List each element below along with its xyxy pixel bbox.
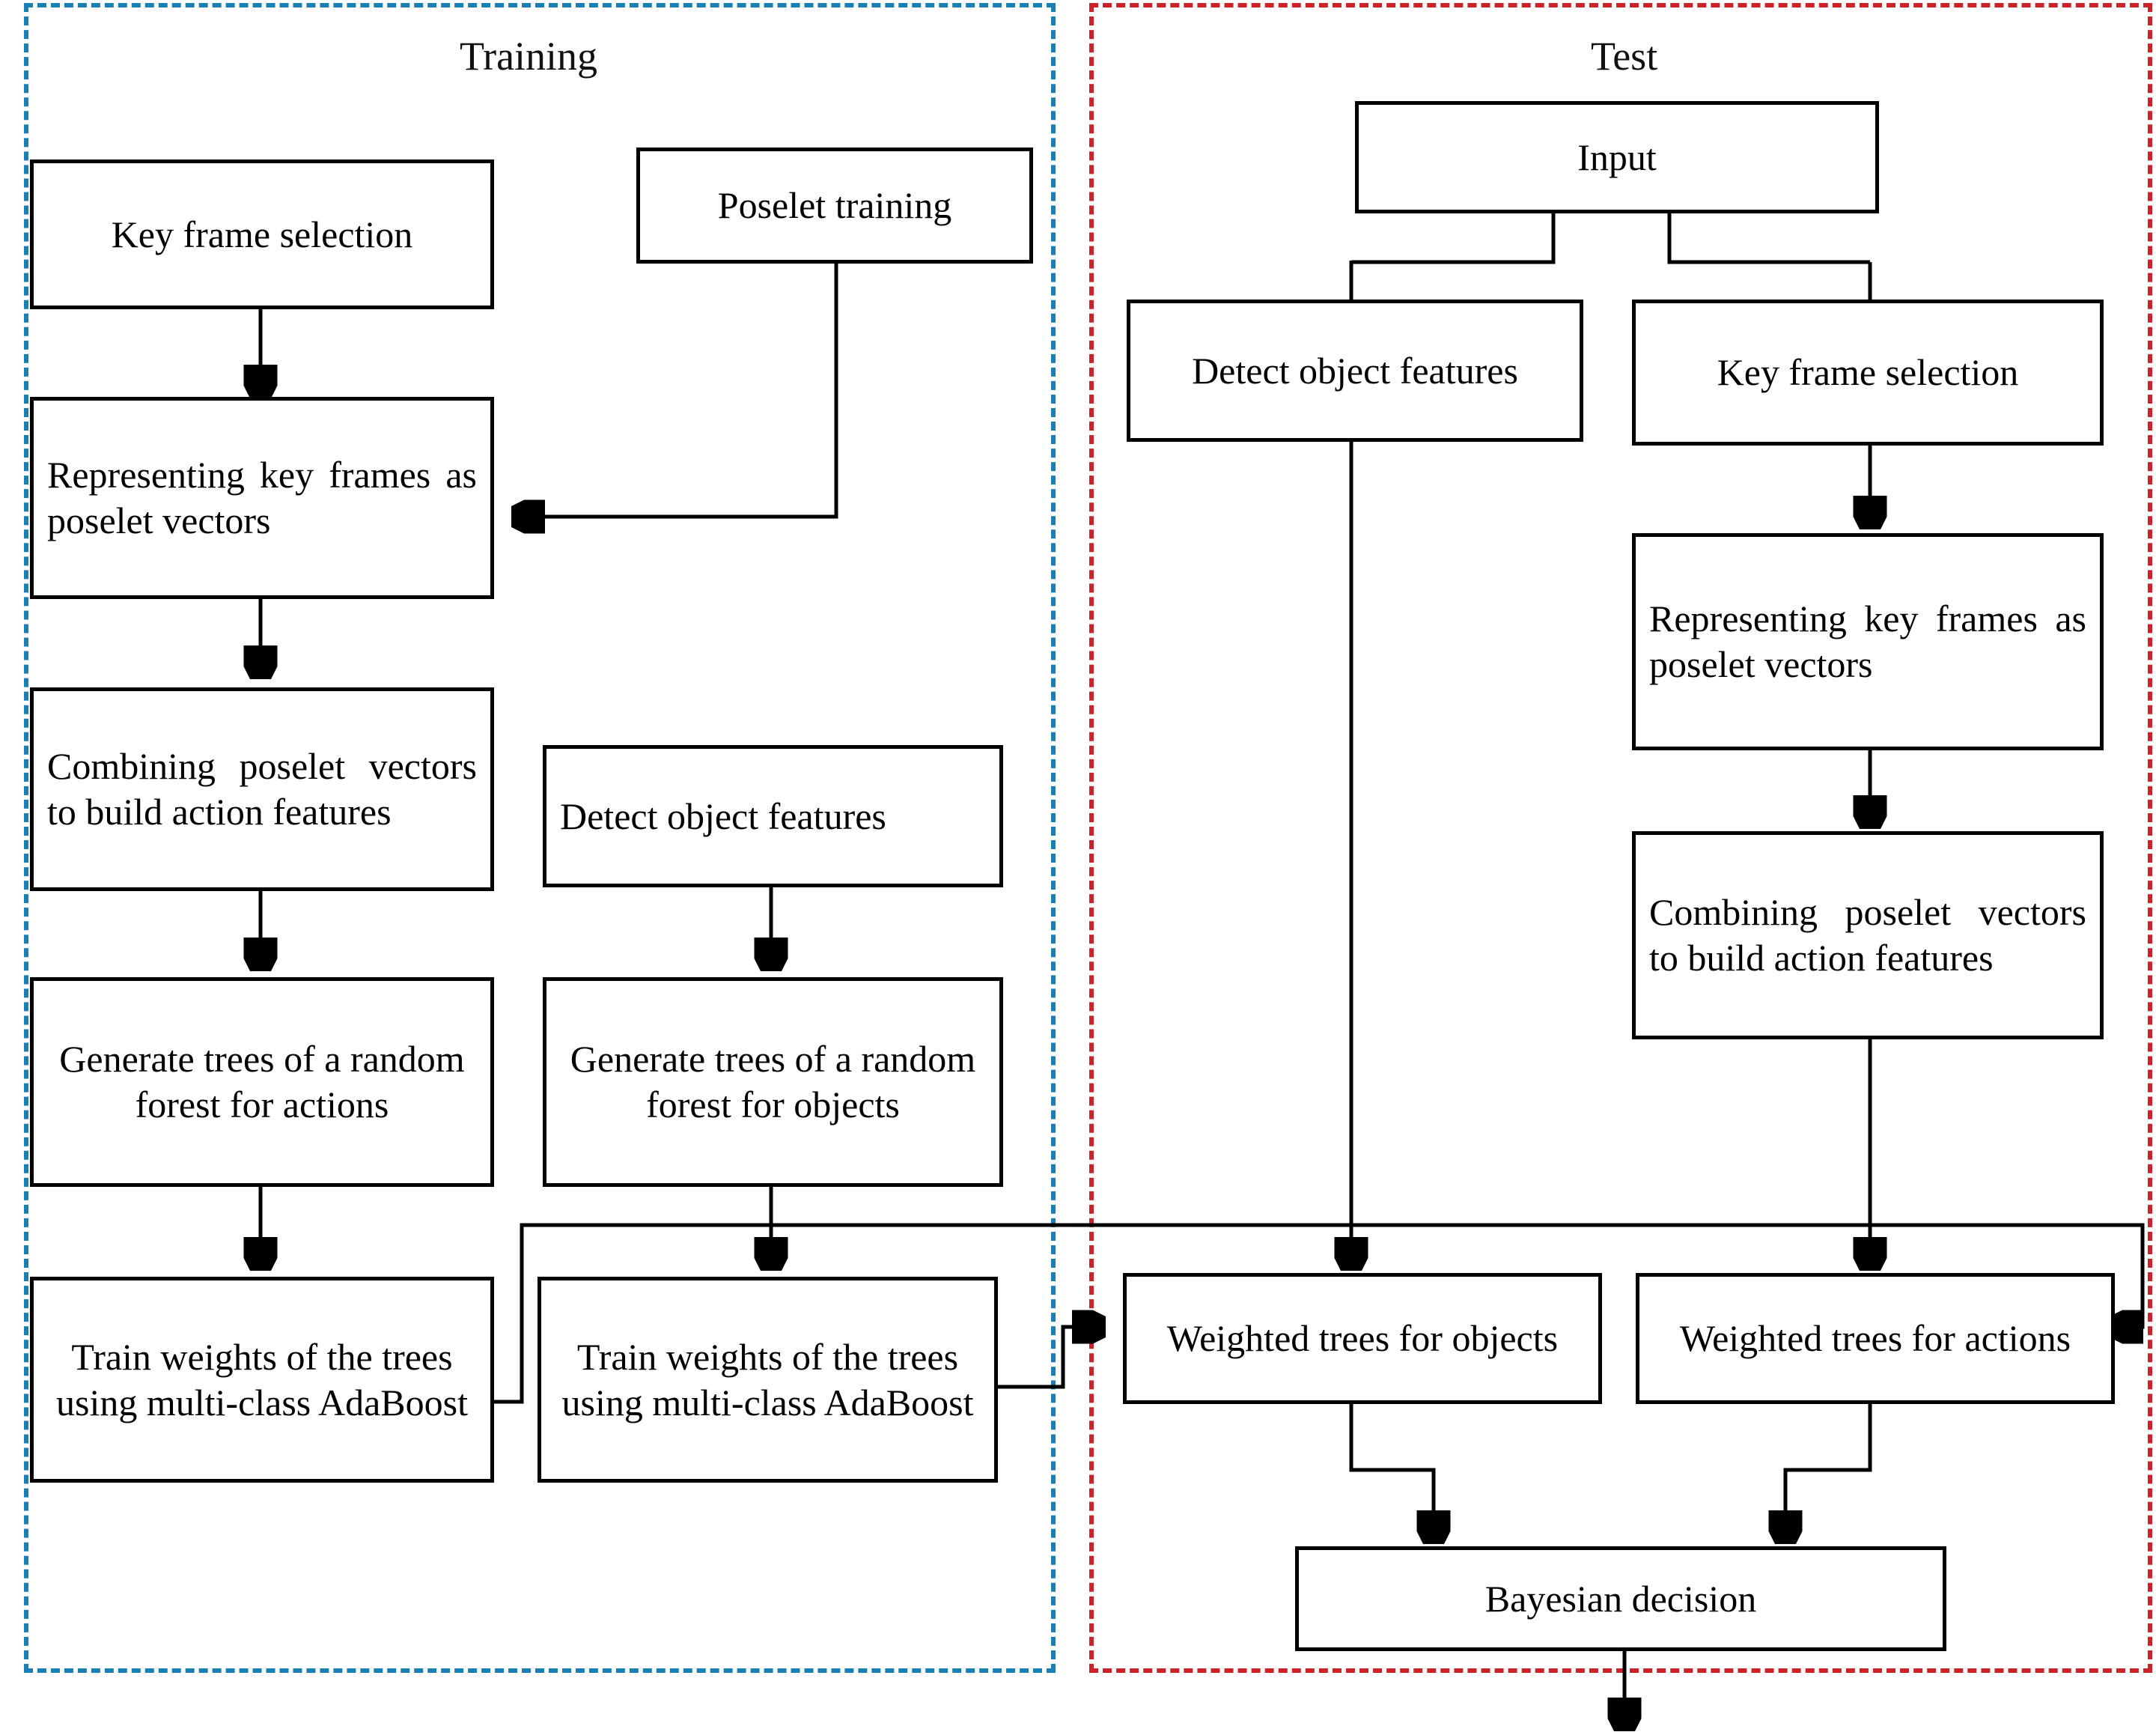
node-test-bayesian-decision[interactable]: Bayesian decision (1295, 1546, 1946, 1651)
node-label: Input (1577, 136, 1657, 178)
node-training-detect-object-features[interactable]: Detect object features (543, 745, 1003, 887)
node-label: Detect object features (560, 794, 886, 837)
node-label: Combining poselet vectors to build actio… (1649, 891, 2086, 979)
node-test-key-frame-selection[interactable]: Key frame selection (1632, 300, 2104, 446)
node-training-representing-key-frames[interactable]: Representing key frames as poselet vecto… (30, 397, 494, 599)
training-region-title: Training (460, 34, 598, 79)
node-label: Weighted trees for actions (1679, 1317, 2071, 1359)
node-label: Representing key frames as poselet vecto… (47, 454, 477, 541)
test-region-title: Test (1591, 34, 1658, 79)
node-training-generate-trees-actions[interactable]: Generate trees of a random forest for ac… (30, 977, 494, 1187)
node-label: Generate trees of a random forest for ob… (570, 1038, 976, 1125)
node-test-weighted-trees-objects[interactable]: Weighted trees for objects (1123, 1273, 1602, 1404)
node-label: Combining poselet vectors to build actio… (47, 745, 477, 833)
training-region-panel (24, 3, 1056, 1673)
node-test-representing-key-frames[interactable]: Representing key frames as poselet vecto… (1632, 533, 2104, 750)
node-training-combining-poselet-vectors[interactable]: Combining poselet vectors to build actio… (30, 687, 494, 891)
node-label: Train weights of the trees using multi-c… (561, 1335, 974, 1423)
node-label: Poselet training (717, 184, 952, 226)
node-label: Bayesian decision (1484, 1577, 1757, 1620)
node-test-combining-poselet-vectors[interactable]: Combining poselet vectors to build actio… (1632, 831, 2104, 1039)
node-label: Key frame selection (1717, 351, 2019, 393)
node-label: Generate trees of a random forest for ac… (59, 1038, 465, 1125)
node-label: Detect object features (1192, 349, 1518, 392)
node-label: Key frame selection (111, 213, 413, 255)
node-training-train-weights-actions[interactable]: Train weights of the trees using multi-c… (30, 1277, 494, 1483)
node-training-poselet-training[interactable]: Poselet training (636, 148, 1033, 264)
test-region-panel (1089, 3, 2152, 1673)
node-training-generate-trees-objects[interactable]: Generate trees of a random forest for ob… (543, 977, 1003, 1187)
node-test-detect-object-features[interactable]: Detect object features (1127, 300, 1583, 442)
node-training-key-frame-selection[interactable]: Key frame selection (30, 159, 494, 309)
node-label: Train weights of the trees using multi-c… (56, 1335, 468, 1423)
node-training-train-weights-objects[interactable]: Train weights of the trees using multi-c… (538, 1277, 998, 1483)
node-test-weighted-trees-actions[interactable]: Weighted trees for actions (1636, 1273, 2115, 1404)
node-test-input[interactable]: Input (1355, 101, 1879, 213)
node-label: Representing key frames as poselet vecto… (1649, 598, 2086, 685)
node-label: Weighted trees for objects (1166, 1317, 1559, 1359)
